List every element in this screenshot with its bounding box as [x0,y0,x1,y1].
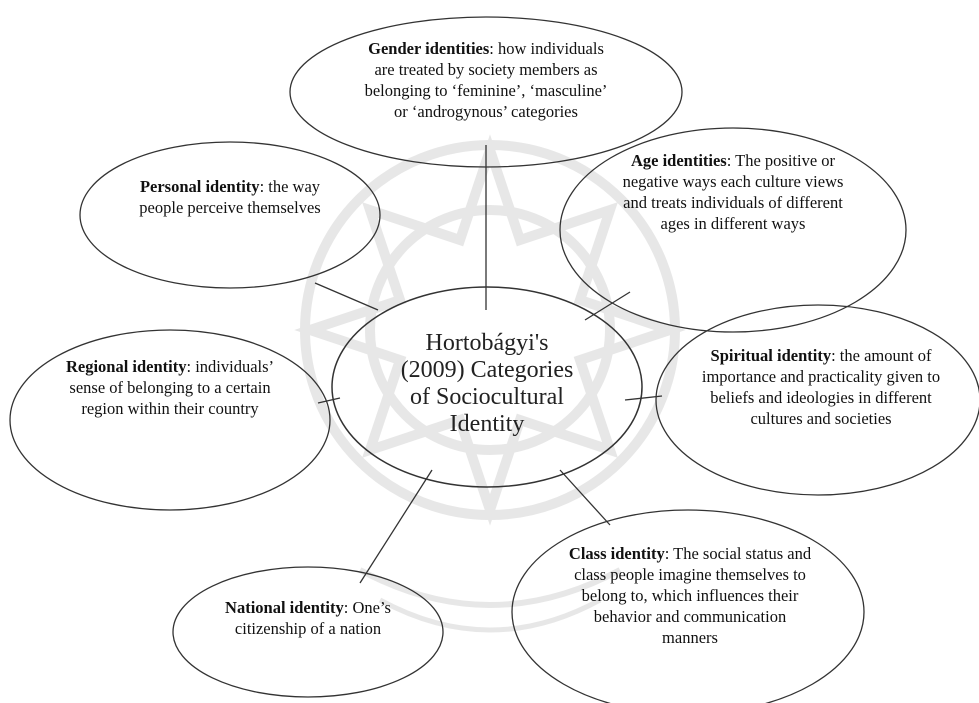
node-spiritual: Spiritual identity: the amount of import… [690,345,952,429]
center-title: Hortobágyi's (2009) Categories of Socioc… [362,330,612,438]
node-class: Class identity: The social status and cl… [565,543,815,648]
center-title-line-2: (2009) Categories [400,357,574,383]
center-title-line-3: of Sociocultural [410,384,564,410]
node-regional-term: Regional identity [65,357,187,376]
connector-lines [314,145,663,584]
node-gender: Gender identities: how individuals are t… [358,38,614,122]
ellipse-national [172,566,444,698]
node-national: National identity: One’s citizenship of … [215,597,401,639]
node-regional-description: : individuals’ sense of belonging to a c… [69,357,275,418]
node-national-description: : One’s citizenship of a nation [234,598,391,638]
node-regional: Regional identity: individuals’ sense of… [55,356,285,419]
node-gender-term: Gender identities [368,39,490,58]
center-title-line-1: Hortobágyi's [425,330,549,356]
node-class-description: : The social status and class people ima… [574,544,812,647]
node-spiritual-description: : the amount of importance and practical… [701,346,941,428]
node-ellipses [9,16,979,703]
node-age: Age identities: The positive or negative… [618,150,848,234]
ellipse-center [331,286,643,488]
node-age-description: : The positive or negative ways each cul… [622,151,844,233]
ellipse-age [559,127,907,333]
node-national-term: National identity [225,598,344,617]
connector-class [559,469,611,526]
ellipse-class [511,509,865,703]
node-gender-description: : how individuals are treated by society… [364,39,608,121]
node-spiritual-term: Spiritual identity [710,346,832,365]
connector-national [359,469,433,584]
ellipse-spiritual [655,304,979,496]
center-title-line-4: Identity [449,411,525,437]
watermark-emblem [294,134,686,633]
ellipse-personal [79,141,381,289]
node-age-term: Age identities [630,151,727,170]
ellipse-regional [9,329,331,511]
connector-regional [317,397,341,404]
node-class-term: Class identity [568,544,665,563]
node-personal: Personal identity: the way people percei… [125,176,335,218]
connector-personal [314,282,379,311]
node-personal-term: Personal identity [139,177,260,196]
ellipse-gender [289,16,683,168]
node-personal-description: : the way people perceive themselves [139,177,321,217]
connector-age [584,291,631,321]
